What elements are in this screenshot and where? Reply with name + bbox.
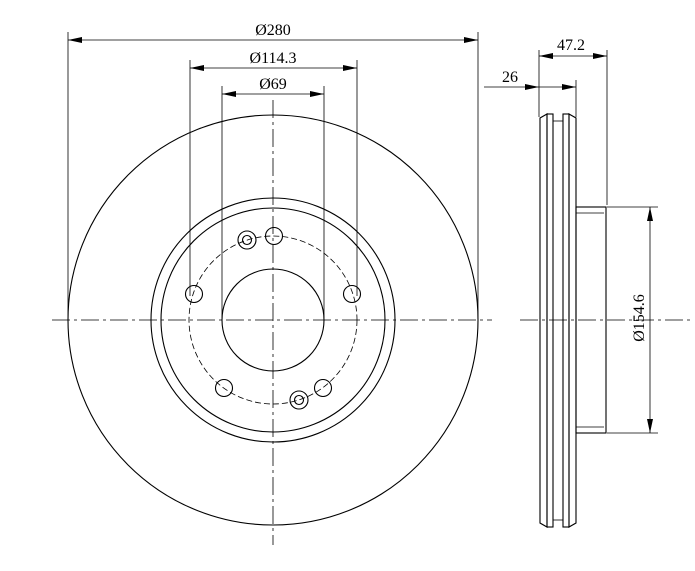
arrow [525,84,539,90]
dim-outer-diameter: Ø280 [255,22,291,39]
dim-bolt-circle: Ø114.3 [250,50,297,67]
outer-disc-edge [67,114,479,526]
friction-ring-left-inner [546,113,554,528]
bolt-hole [264,226,284,246]
bolt-hole [313,378,333,398]
arrow [68,37,82,43]
arrow [464,37,478,43]
bolt-hole [214,378,234,398]
hat-profile [575,206,607,434]
arrow [222,91,236,97]
locating-screw-hole-inner [241,234,253,246]
dim-hat-diameter: Ø154.6 [631,294,648,342]
hat-inner-edge [160,207,386,433]
locating-screw-hole [289,390,309,410]
locating-screw-hole-inner [293,394,305,406]
bolt-hole [342,284,362,304]
dim-total-height: 47.2 [557,37,585,54]
dim-disc-thickness: 26 [502,69,518,86]
hat-outer-edge [150,197,396,443]
friction-ring-left-outer [539,113,548,528]
arrow [310,91,324,97]
friction-ring-right-inner [562,113,570,528]
center-bore [221,268,325,372]
arrow [539,53,553,59]
arrow [647,207,653,221]
arrow [593,53,607,59]
arrow [190,65,204,71]
friction-ring-right-outer [568,113,577,528]
bolt-hole [184,284,204,304]
front-view: Ø280 Ø114.3 Ø69 [52,22,492,545]
locating-screw-hole [237,230,257,250]
dim-center-bore: Ø69 [259,76,287,93]
arrow [562,84,576,90]
arrow [343,65,357,71]
side-view: 47.2 26 Ø154.6 [484,37,690,528]
arrow [647,419,653,433]
bolt-pitch-circle [188,235,358,405]
